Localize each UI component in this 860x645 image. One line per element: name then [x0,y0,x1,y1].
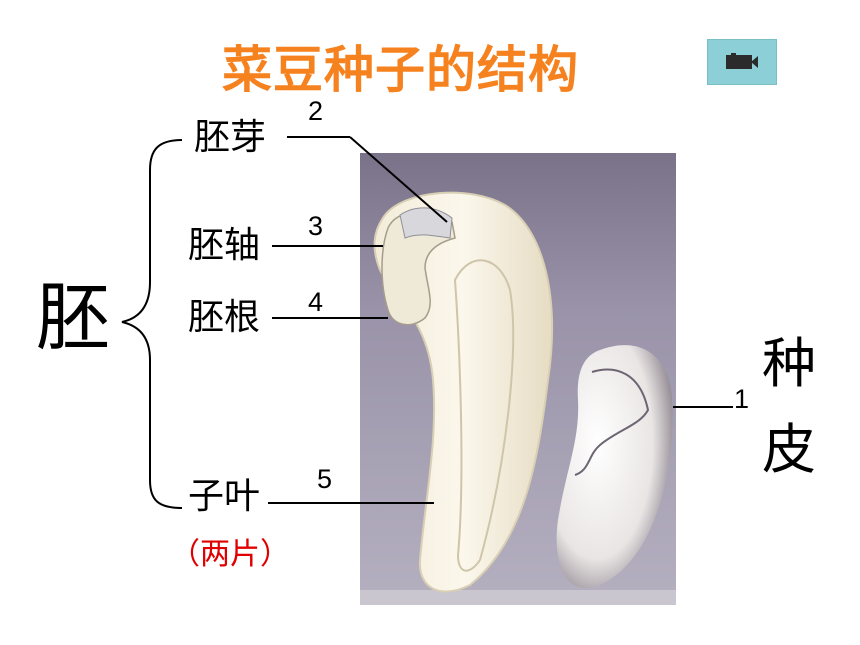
radicle-label: 胚根 [188,297,261,338]
page-title: 菜豆种子的结构 [222,41,579,99]
whole-seed [556,345,673,589]
brace [121,139,183,509]
cotyledon-number: 5 [317,464,333,494]
seed-coat-label-top: 种 [762,332,816,395]
seed-coat-number: 1 [734,384,750,414]
seed-coat-label-bottom: 皮 [762,418,816,481]
embryo-label: 胚 [36,275,110,361]
plumule-number: 2 [308,96,324,126]
plumule-label: 胚芽 [194,117,267,158]
radicle-number: 4 [308,287,324,317]
hypocotyl-label: 胚轴 [188,225,261,266]
cotyledon-note: （两片） [170,537,290,572]
video-camera-icon [726,53,758,69]
hypocotyl-number: 3 [308,211,324,241]
cotyledon-label: 子叶 [188,476,261,517]
video-button[interactable] [707,39,777,85]
